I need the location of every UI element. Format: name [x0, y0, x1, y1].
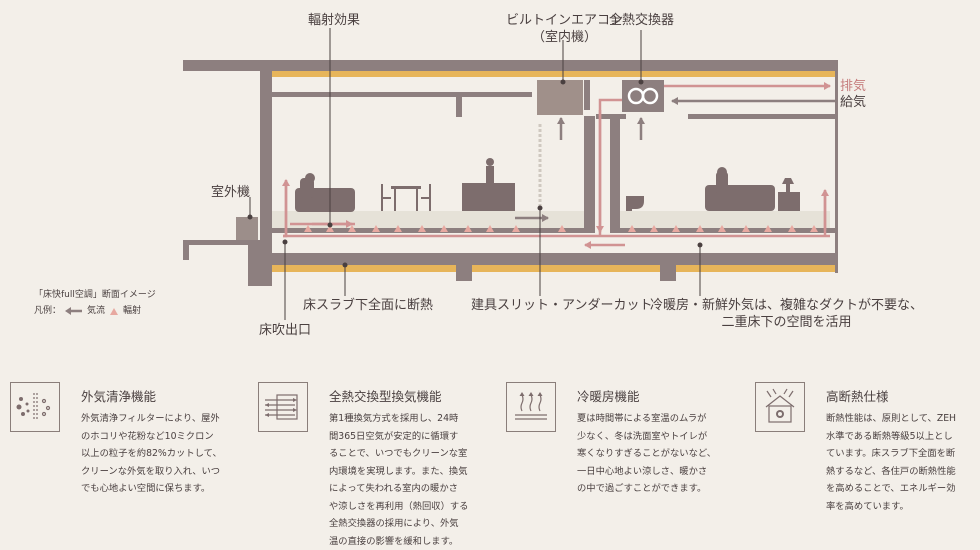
ceiling-board — [272, 92, 532, 97]
legend-prefix: 凡例： — [34, 303, 61, 319]
heating-cooling-icon — [506, 382, 556, 432]
feature-body-line: 全熱交換器の採用により、外気 — [329, 515, 487, 533]
label-door-slit: 建具スリット・アンダーカット — [471, 297, 652, 314]
furniture-left — [295, 158, 515, 212]
label-heat-exchanger: 全熱交換器 — [609, 12, 674, 29]
label-exhaust: 排気 — [840, 78, 866, 95]
feature-heating-cooling: 冷暖房機能 夏は時間帯による室温のムラが少なく、冬は洗面室やトイレが 寒くなりす… — [506, 382, 731, 532]
feature-body-line: でも心地よい空間に保ちます。 — [81, 480, 239, 498]
label-hvac-note-line1: 冷暖房・新鮮外気は、複雑なダクトが不要な、 — [649, 297, 924, 314]
label-builtin-ac-line2: （室内機） — [502, 29, 627, 46]
feature-body-line: 以上の粒子を約82%カットして、 — [81, 445, 239, 463]
heat-exchange-icon — [258, 382, 308, 432]
feature-body-line: のホコリや花粉など10ミクロン — [81, 428, 239, 446]
feature-body-line: 少なく、冬は洗面室やトイレが — [577, 428, 735, 446]
feature-body-line: を高めることで、エネルギー効 — [826, 480, 980, 498]
ceiling-slab — [183, 60, 837, 71]
feature-body-line: 間365日空気が安定的に循環す — [329, 428, 487, 446]
feature-title: 全熱交換型換気機能 — [329, 386, 442, 405]
feature-body-line: 内環境を実現します。また、換気 — [329, 463, 487, 481]
feature-body-line: 断熱性能は、原則として、ZEH — [826, 410, 980, 428]
balcony-slab — [183, 240, 260, 245]
legend-radiant: 輻射 — [123, 303, 141, 319]
feature-body-line: 率を高めています。 — [826, 498, 980, 516]
legend-items: 凡例： 気流 輻射 — [34, 303, 156, 319]
label-radiant-effect: 輻射効果 — [308, 12, 360, 29]
label-supply: 給気 — [840, 94, 866, 111]
feature-body-line: 水準である断熱等級5以上とし — [826, 428, 980, 446]
airflow-arrow-icon — [65, 307, 83, 315]
legend-title: 「床快full空調」断面イメージ — [34, 287, 156, 303]
furniture-right — [626, 167, 800, 211]
builtin-ac-unit — [537, 80, 583, 115]
feature-body: 外気清浄フィルターにより、屋外のホコリや花粉など10ミクロン 以上の粒子を約82… — [81, 410, 239, 498]
floor-insulation — [272, 265, 837, 272]
feature-body-line: 外気清浄フィルターにより、屋外 — [81, 410, 239, 428]
feature-body-line: や涼しさを再利用（熱回収）する — [329, 498, 487, 516]
feature-body: 第1種換気方式を採用し、24時間365日空気が安定的に循環す ることで、いつでも… — [329, 410, 487, 550]
legend: 「床快full空調」断面イメージ 凡例： 気流 輻射 — [34, 287, 156, 319]
feature-body-line: 寒くなりすぎることがないなど、 — [577, 445, 735, 463]
legend-airflow: 気流 — [87, 303, 105, 319]
left-floor-board — [272, 228, 590, 233]
ceiling-insulation — [270, 71, 837, 77]
feature-body: 夏は時間帯による室温のムラが少なく、冬は洗面室やトイレが 寒くなりすぎることがな… — [577, 410, 735, 498]
house-insulation-icon — [755, 382, 805, 432]
ceiling-board-right — [688, 114, 837, 119]
left-floor-panel — [272, 211, 590, 228]
partition-wall — [584, 116, 595, 228]
air-filter-icon — [10, 382, 60, 432]
feature-title: 冷暖房機能 — [577, 386, 640, 405]
label-hvac-note: 冷暖房・新鮮外気は、複雑なダクトが不要な、 二重床下の空間を活用 — [649, 297, 924, 331]
label-hvac-note-line2: 二重床下の空間を活用 — [649, 314, 924, 331]
label-floor-outlet: 床吹出口 — [259, 322, 311, 339]
feature-body-line: 一日中心地よい涼しさ、暖かさ — [577, 463, 735, 481]
feature-heat-exchange: 全熱交換型換気機能 第1種換気方式を採用し、24時間365日空気が安定的に循環す… — [258, 382, 483, 532]
feature-body-line: の中で過ごすことができます。 — [577, 480, 735, 498]
radiant-triangle-icon — [109, 307, 119, 315]
exterior-wall — [260, 60, 272, 286]
feature-body-line: 温の直接の影響を緩和します。 — [329, 533, 487, 550]
outdoor-unit — [236, 217, 258, 240]
feature-body-line: 夏は時間帯による室温のムラが — [577, 410, 735, 428]
label-outdoor-unit: 室外機 — [211, 184, 250, 201]
label-slab-insulation: 床スラブ下全面に断熱 — [303, 297, 433, 314]
feature-body-line: 第1種換気方式を採用し、24時 — [329, 410, 487, 428]
feature-body-line: クリーンな外気を取り入れ、いつ — [81, 463, 239, 481]
right-floor-panel — [620, 211, 830, 228]
floor-slab — [272, 253, 837, 265]
feature-title: 外気清浄機能 — [81, 386, 156, 405]
feature-body-line: 熱するなど、各住戸の断熱性能 — [826, 463, 980, 481]
feature-body-line: によって失われる室内の暖かさ — [329, 480, 487, 498]
feature-title: 高断熱仕様 — [826, 386, 889, 405]
feature-body-line: ています。床スラブ下全面を断 — [826, 445, 980, 463]
feature-body-line: ることで、いつでもクリーンな室 — [329, 445, 487, 463]
feature-air-filter: 外気清浄機能 外気清浄フィルターにより、屋外のホコリや花粉など10ミクロン 以上… — [10, 382, 235, 532]
